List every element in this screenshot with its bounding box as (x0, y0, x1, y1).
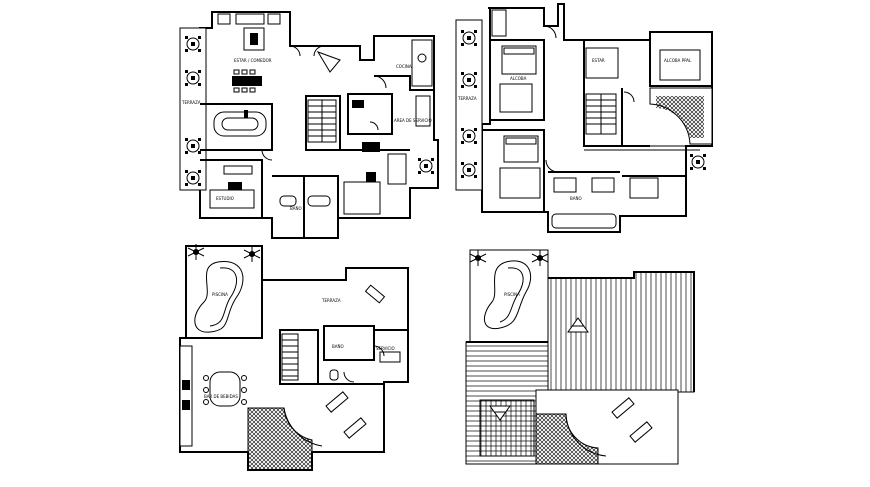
dining-table (232, 76, 262, 86)
label-bath: BAÑO (290, 206, 302, 211)
pergola-hatch (247, 407, 313, 471)
slope-arrow-up (567, 317, 589, 333)
label-roof-pool: PISCINA (504, 292, 520, 297)
label-master: ALCOBA PPAL (664, 58, 692, 63)
upper-terrace-strip (455, 19, 483, 191)
label-living: ESTAR / COMEDOR (234, 58, 272, 63)
plan-upper-floor: TERRAZA ALCOBA ALCOBA PPAL ESTAR BAÑO (455, 3, 713, 233)
label-upper-terrace: TERRAZA (457, 96, 477, 101)
label-third-bath: BAÑO (332, 344, 344, 349)
label-service: SERVICIO (376, 346, 395, 351)
terrace-tables (185, 36, 201, 186)
plan-third-floor: PISCINA TERRAZA BAR DE BEBIDAS BAÑO SERV… (179, 244, 409, 471)
label-family: ESTAR (592, 58, 605, 63)
palm-trees (187, 244, 261, 262)
label-bedroom: ALCOBA (510, 76, 527, 81)
slope-arrow-down (489, 405, 511, 421)
label-study: ESTUDIO (216, 196, 234, 201)
label-kitchen: COCINA (396, 64, 412, 69)
roof-pool (484, 260, 532, 330)
plan-roof: PISCINA (465, 249, 695, 465)
label-pool: PISCINA (212, 292, 228, 297)
kitchen-counter (411, 39, 433, 87)
terrace-strip (179, 27, 207, 191)
sun-loungers (325, 391, 367, 439)
plan-ground-floor: ESTAR / COMEDOR TERRAZA COCINA AREA DE S… (179, 11, 439, 239)
label-bar: BAR DE BEBIDAS (204, 394, 238, 399)
label-lounge: TERRAZA (321, 298, 341, 303)
pool (194, 261, 244, 333)
stairs (307, 99, 337, 143)
sofa (235, 13, 265, 25)
label-terrace: TERRAZA (181, 100, 201, 105)
label-laundry: AREA DE SERVICIO (394, 118, 432, 123)
bar-table (209, 371, 241, 407)
label-upper-bath: BAÑO (570, 196, 582, 201)
master-bed (659, 49, 701, 81)
